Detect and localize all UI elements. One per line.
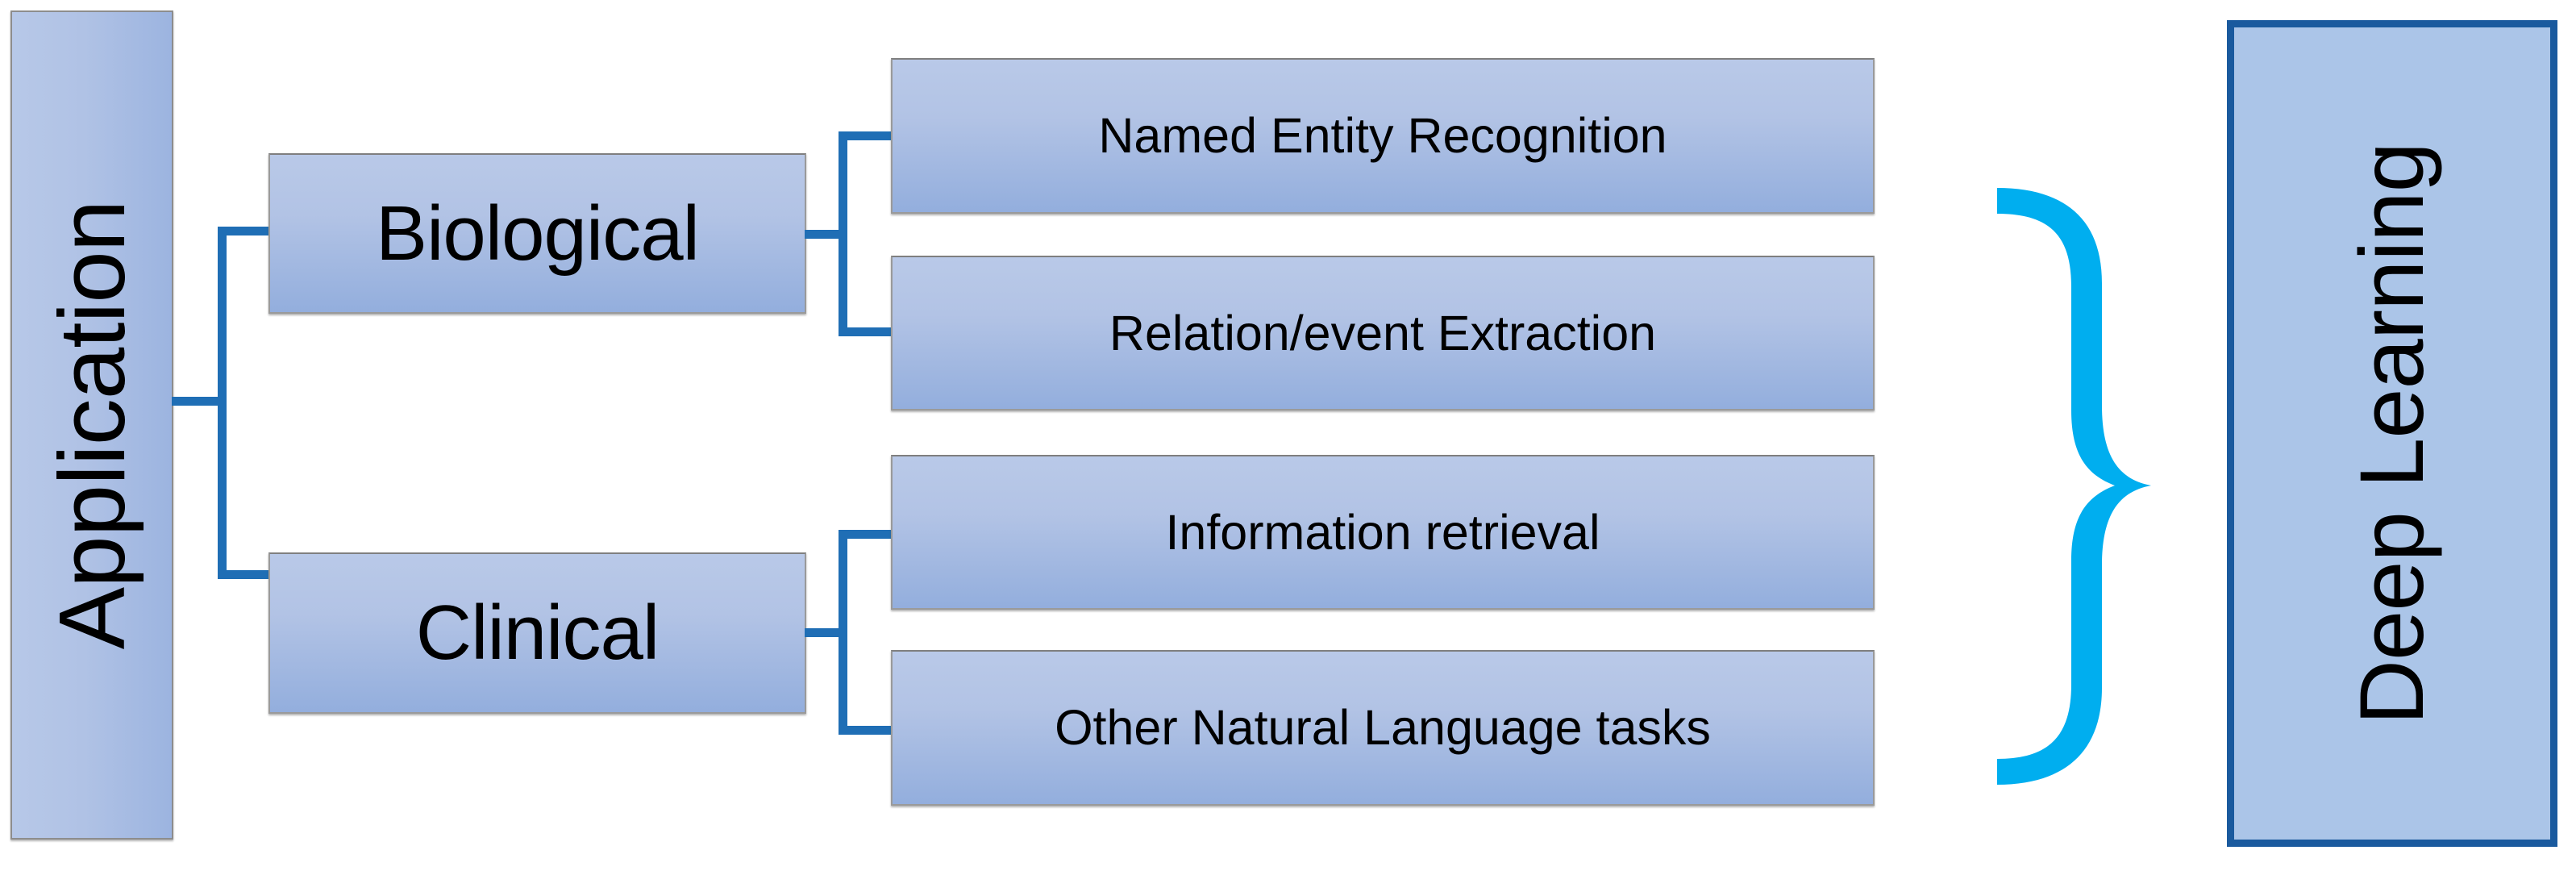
- connector-clinical-to-information-retrieval: [839, 530, 895, 539]
- connector-root-spine: [218, 227, 227, 579]
- connector-root-to-biological: [218, 227, 273, 235]
- node-clinical[interactable]: Clinical: [268, 552, 806, 714]
- connector-clinical-spine: [839, 530, 847, 735]
- node-biological[interactable]: Biological: [268, 153, 806, 314]
- connector-root-to-clinical: [218, 570, 273, 579]
- node-relation-event-extraction-label: Relation/event Extraction: [1109, 305, 1657, 360]
- node-deep-learning[interactable]: Deep Learning: [2227, 20, 2557, 847]
- node-application-label: Application: [40, 200, 145, 650]
- node-relation-event-extraction[interactable]: Relation/event Extraction: [891, 256, 1875, 410]
- connector-clinical-to-other-nl-tasks: [839, 726, 895, 735]
- node-clinical-label: Clinical: [415, 590, 660, 676]
- node-named-entity-recognition[interactable]: Named Entity Recognition: [891, 58, 1875, 214]
- curly-brace-icon: [1997, 188, 2151, 785]
- node-other-natural-language-tasks-label: Other Natural Language tasks: [1055, 700, 1711, 755]
- connector-biological-spine: [839, 131, 847, 336]
- node-biological-label: Biological: [376, 190, 700, 277]
- connector-biological-to-relation-event-extraction: [839, 327, 895, 336]
- node-deep-learning-label: Deep Learning: [2341, 142, 2442, 725]
- connector-root-stub: [172, 397, 227, 406]
- connector-biological-to-ner: [839, 131, 895, 140]
- node-named-entity-recognition-label: Named Entity Recognition: [1098, 108, 1667, 163]
- node-other-natural-language-tasks[interactable]: Other Natural Language tasks: [891, 650, 1875, 806]
- connector-biological-stub: [805, 230, 847, 239]
- node-information-retrieval-label: Information retrieval: [1165, 504, 1600, 560]
- connector-clinical-stub: [805, 628, 847, 637]
- node-information-retrieval[interactable]: Information retrieval: [891, 455, 1875, 610]
- node-application[interactable]: Application: [10, 10, 173, 840]
